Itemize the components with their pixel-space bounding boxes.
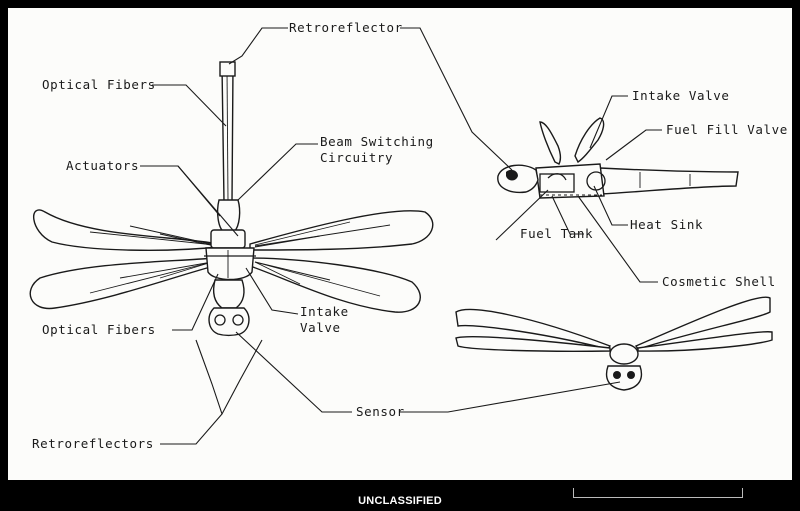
side-view-dragonfly — [497, 117, 739, 199]
label-retroreflectors: Retroreflectors — [32, 436, 154, 451]
side-wing-back — [574, 117, 605, 164]
tail-retroreflector — [219, 61, 236, 77]
front-eye-left — [613, 371, 621, 379]
side-eye — [506, 169, 518, 181]
label-fuel-tank: Fuel Tank — [520, 226, 593, 241]
classification-footer: UNCLASSIFIED — [0, 488, 800, 511]
head-eye-right — [232, 314, 244, 326]
front-view-dragonfly — [455, 296, 773, 391]
leader-lines — [140, 27, 662, 445]
footer-box — [573, 488, 743, 498]
neck — [213, 279, 245, 309]
front-eye-right — [627, 371, 635, 379]
side-wing-front — [539, 121, 562, 165]
left-lower-wing — [29, 257, 215, 310]
left-upper-wing — [32, 209, 219, 251]
label-intake-valve-left-line1: Intake — [300, 304, 349, 319]
label-actuators: Actuators — [66, 158, 139, 173]
thorax-mid — [210, 229, 246, 249]
head-eye-left — [214, 314, 226, 326]
side-tail — [599, 167, 739, 195]
label-intake-valve-left-line2: Valve — [300, 320, 341, 335]
classification-label: UNCLASSIFIED — [358, 495, 442, 507]
front-thorax — [609, 343, 639, 365]
right-upper-wing — [249, 210, 434, 251]
label-cosmetic-shell: Cosmetic Shell — [662, 274, 776, 289]
front-head — [605, 365, 643, 391]
side-thorax — [535, 163, 605, 199]
top-view-dragonfly — [29, 61, 434, 337]
front-right-upper-wing — [634, 296, 771, 350]
label-optical-fibers-bottom: Optical Fibers — [42, 322, 156, 337]
label-retroreflector-top: Retroreflector — [289, 20, 403, 35]
right-lower-wing — [249, 257, 421, 313]
label-optical-fibers-top: Optical Fibers — [42, 77, 156, 92]
wing-veins — [89, 221, 391, 297]
side-head — [497, 164, 539, 194]
label-heat-sink: Heat Sink — [630, 217, 703, 232]
label-beam-switching-line2: Circuitry — [320, 150, 393, 165]
label-beam-switching-line1: Beam Switching — [320, 134, 434, 149]
thorax-lower — [205, 247, 255, 281]
label-sensor: Sensor — [356, 404, 405, 419]
label-fuel-fill-valve: Fuel Fill Valve — [666, 122, 788, 137]
label-intake-valve-right: Intake Valve — [632, 88, 730, 103]
labels: Retroreflector Optical Fibers Beam Switc… — [32, 20, 788, 451]
